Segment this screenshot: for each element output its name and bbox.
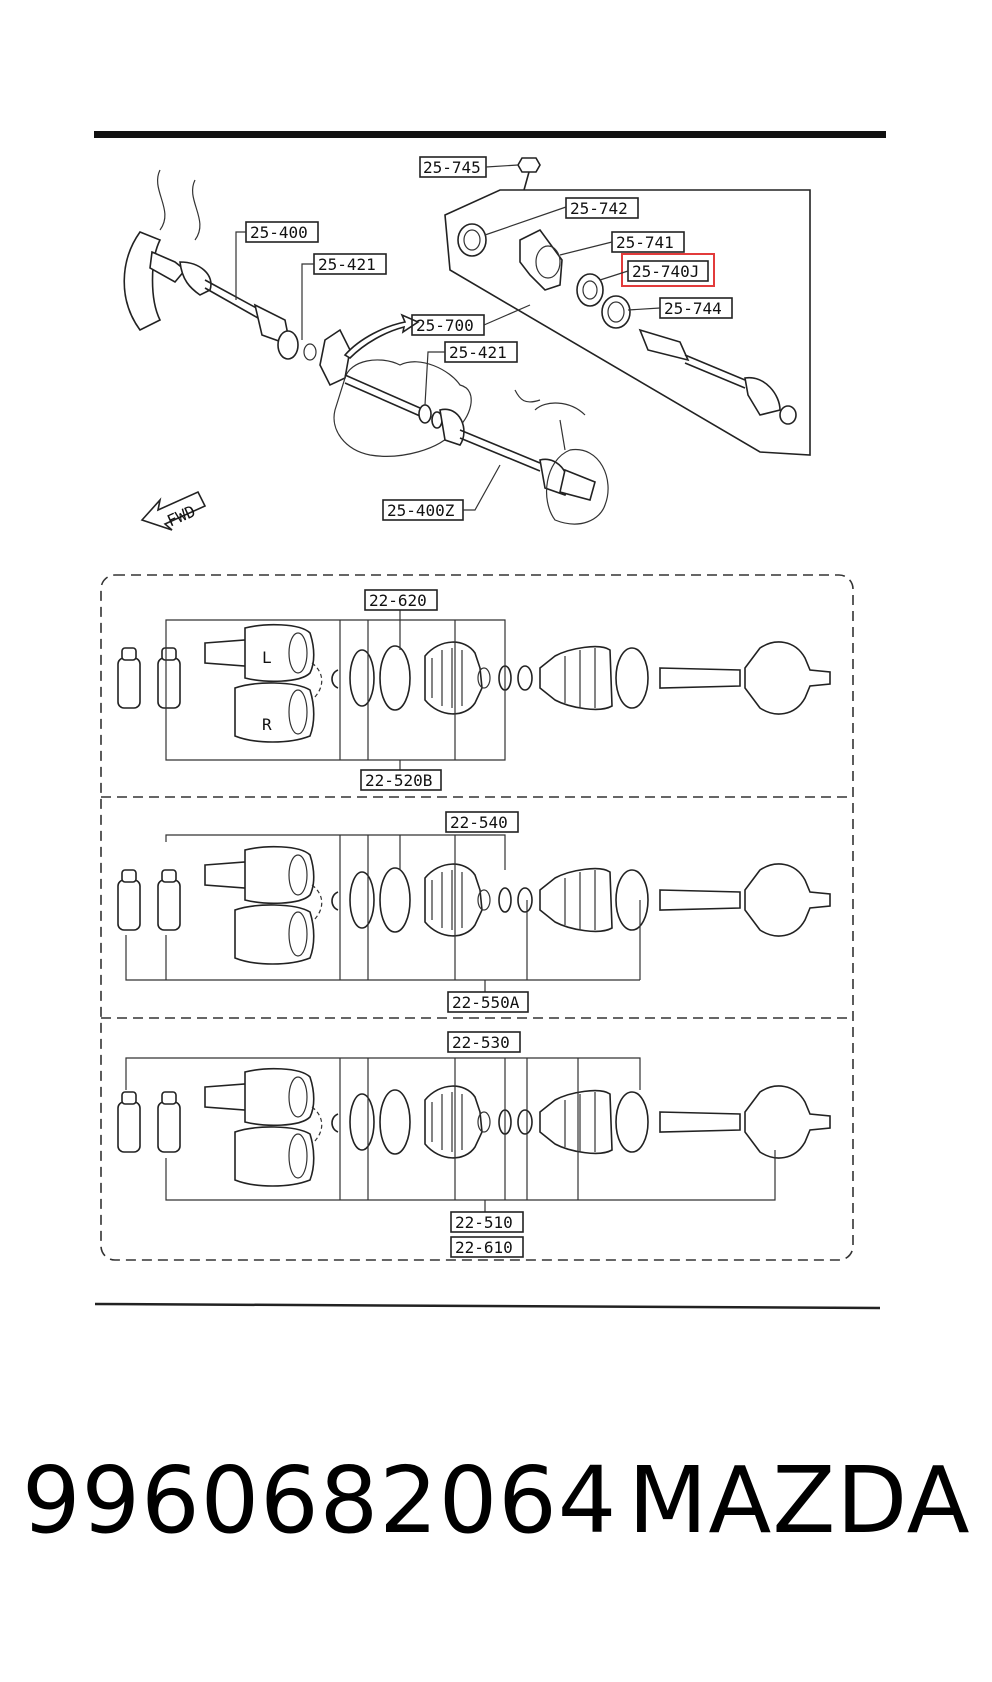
row3-brackets: 22-530 22-510 22-610 [125,1031,776,1258]
top-rule [94,131,886,138]
upper-assembly: FWD [123,157,811,531]
label-25-421-lower: 25-421 [449,343,507,362]
joint-l-label: L [262,648,272,667]
label-22-510: 22-510 [455,1213,513,1232]
label-22-520B: 22-520B [365,771,432,790]
variant-row-1 [117,623,831,743]
label-25-744: 25-744 [664,299,722,318]
label-22-540: 22-540 [450,813,508,832]
row2-brackets: 22-540 22-550A [125,811,641,1013]
variants-box [100,574,854,1261]
label-25-400Z: 25-400Z [387,501,455,520]
variant-row-3 [117,1067,831,1187]
label-22-620: 22-620 [369,591,427,610]
part-number-text: 9960682064 [22,1447,618,1554]
label-22-610: 22-610 [455,1238,513,1257]
upper-labels: 25-745 25-742 25-741 25-740J 25-744 25-4… [235,156,733,521]
highlight-box [621,253,715,287]
label-25-740J: 25-740J [632,262,699,281]
label-22-550A: 22-550A [452,993,520,1012]
bottom-rule [94,1302,881,1310]
label-22-530: 22-530 [452,1033,510,1052]
label-25-400: 25-400 [250,223,308,242]
label-25-741: 25-741 [616,233,674,252]
label-25-742: 25-742 [570,199,628,218]
label-25-700: 25-700 [416,316,474,335]
label-25-421-upper: 25-421 [318,255,376,274]
row1-brackets: 22-620 22-520B [165,589,506,791]
label-25-745: 25-745 [423,158,481,177]
brand-text: MAZDA [628,1447,971,1554]
variant-row-2 [117,845,831,965]
joint-r-label: R [262,715,272,734]
